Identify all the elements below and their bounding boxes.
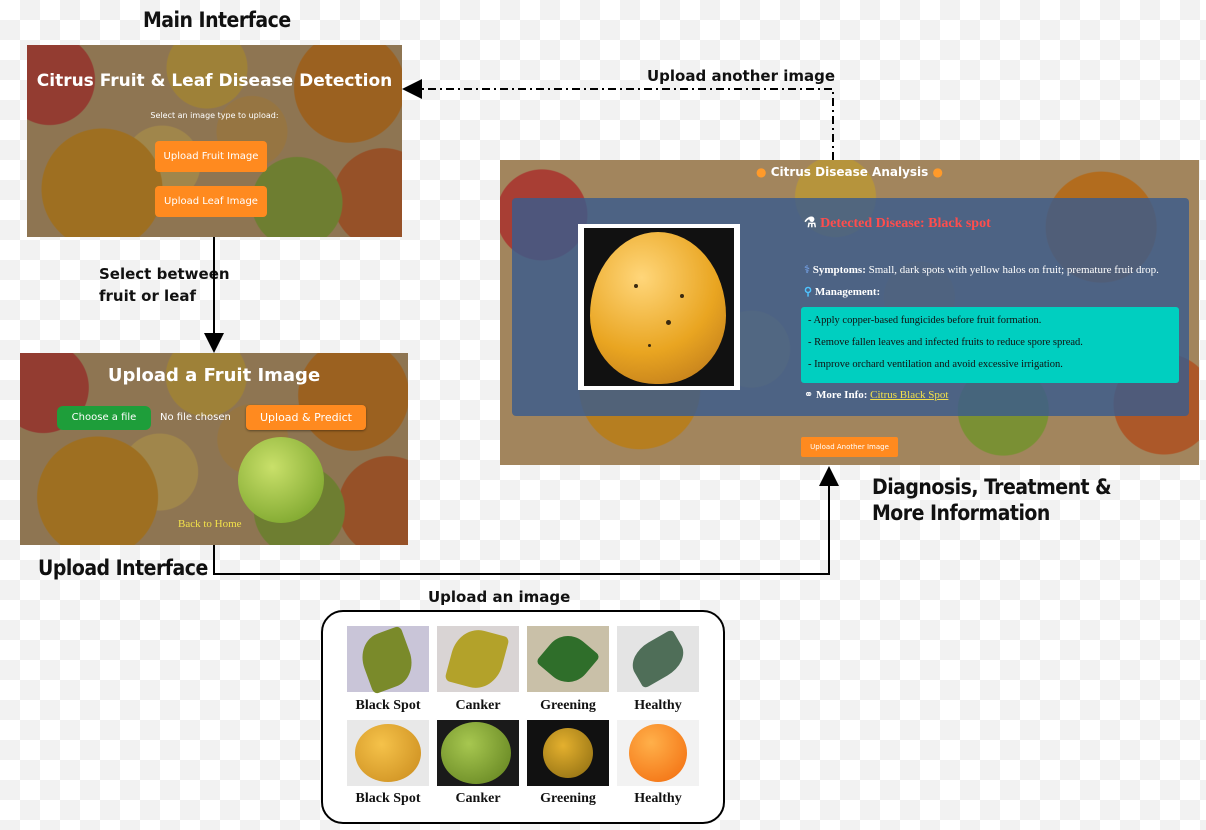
link-icon: ⚭: [804, 389, 814, 401]
leaf-label-black-spot: Black Spot: [355, 698, 421, 713]
main-interface-caption: Main Interface: [143, 8, 291, 32]
diagnosis-screen: ● Citrus Disease Analysis ● ⚗ Detected D…: [500, 160, 1199, 465]
management-list: - Apply copper-based fungicides before f…: [801, 307, 1179, 383]
management-item: - Apply copper-based fungicides before f…: [808, 315, 1042, 326]
back-to-home-link[interactable]: Back to Home: [178, 518, 242, 530]
symptoms-line: ⚕ Symptoms: Small, dark spots with yello…: [804, 264, 1159, 276]
upload-another-button[interactable]: Upload Another Image: [801, 437, 898, 457]
orange-icon: ●: [756, 165, 767, 179]
fruit-healthy-image: [617, 720, 699, 786]
management-item: - Remove fallen leaves and infected frui…: [808, 337, 1083, 348]
more-info-line: ⚭ More Info: Citrus Black Spot: [804, 389, 949, 401]
main-interface-screen: Citrus Fruit & Leaf Disease Detection Se…: [27, 45, 402, 237]
choose-file-button[interactable]: Choose a file: [57, 406, 151, 430]
orange-icon: ●: [932, 165, 943, 179]
pill-icon: ⚲: [804, 286, 813, 298]
select-between-caption-line2: fruit or leaf: [99, 287, 197, 305]
file-status: No file chosen: [160, 412, 231, 423]
fruit-photo: [590, 232, 726, 384]
upload-an-image-caption: Upload an image: [428, 588, 571, 606]
upload-fruit-button[interactable]: Upload Fruit Image: [155, 141, 267, 172]
diagnosis-card: ⚗ Detected Disease: Black spot ⚕ Symptom…: [512, 198, 1189, 416]
microscope-icon: ⚗: [804, 216, 817, 231]
fruit-label-black-spot: Black Spot: [355, 791, 421, 806]
upload-interface-screen: Upload a Fruit Image Choose a file No fi…: [20, 353, 408, 545]
leaf-label-greening: Greening: [540, 698, 596, 713]
diagnosis-title: Citrus Disease Analysis: [770, 165, 929, 179]
fruit-black-spot-image: [347, 720, 429, 786]
leaf-greening-image: [527, 626, 609, 692]
detected-disease: ⚗ Detected Disease: Black spot: [804, 216, 991, 231]
select-between-caption-line1: Select between: [99, 265, 230, 283]
fruit-label-canker: Canker: [455, 791, 501, 806]
arrow-upload-to-diagnosis: [213, 466, 839, 575]
management-item: - Improve orchard ventilation and avoid …: [808, 359, 1063, 370]
leaf-label-healthy: Healthy: [634, 698, 682, 713]
fruit-label-greening: Greening: [540, 791, 596, 806]
fruit-greening-image: [527, 720, 609, 786]
more-info-link[interactable]: Citrus Black Spot: [870, 389, 949, 401]
arrow-diagnosis-to-main: [402, 79, 834, 160]
upload-leaf-button[interactable]: Upload Leaf Image: [155, 186, 267, 217]
diagnosis-caption-line1: Diagnosis, Treatment &: [872, 475, 1112, 499]
diagnosis-header: ● Citrus Disease Analysis ●: [500, 165, 1199, 179]
upload-predict-button[interactable]: Upload & Predict: [246, 405, 366, 430]
upload-title: Upload a Fruit Image: [107, 365, 321, 386]
upload-interface-caption: Upload Interface: [38, 556, 208, 580]
lime-decoration: [238, 437, 324, 523]
main-title: Citrus Fruit & Leaf Disease Detection: [36, 71, 393, 91]
stethoscope-icon: ⚕: [804, 264, 810, 276]
leaf-canker-image: [437, 624, 519, 694]
leaf-black-spot-image: [347, 625, 429, 695]
leaf-label-canker: Canker: [455, 698, 501, 713]
fruit-label-healthy: Healthy: [634, 791, 682, 806]
sample-images-box: Black Spot Canker Greening Healthy Black…: [321, 610, 725, 824]
main-prompt: Select an image type to upload:: [150, 111, 279, 120]
diagnosis-caption-line2: More Information: [872, 501, 1050, 525]
analyzed-fruit-image: [578, 224, 740, 390]
fruit-canker-image: [437, 720, 519, 786]
management-heading: ⚲ Management:: [804, 286, 881, 298]
leaf-healthy-image: [617, 626, 699, 692]
upload-another-caption: Upload another image: [647, 67, 835, 85]
